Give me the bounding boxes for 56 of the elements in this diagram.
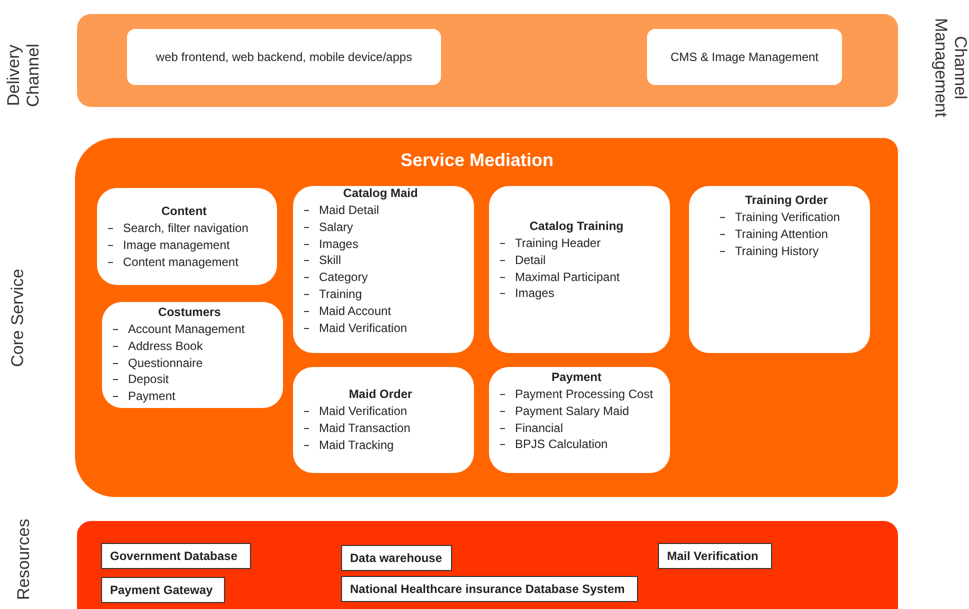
list-item: Deposit	[102, 371, 277, 388]
list-item: Training Verification	[709, 209, 864, 226]
channel-box: web frontend, web backend, mobile device/apps	[127, 29, 441, 85]
list-item: Content management	[97, 254, 271, 270]
list-item: Maid Detail	[293, 202, 468, 219]
card-heading: Training Order	[744, 193, 829, 207]
side-label: Channel Management	[930, 17, 969, 120]
resource-box: National Healthcare insurance Database System	[341, 576, 638, 602]
resource-box: Payment Gateway	[101, 577, 225, 603]
side-label: Resources	[14, 518, 34, 602]
service-card	[102, 302, 283, 408]
card-heading: Catalog Maid	[342, 186, 419, 200]
list-item: Address Book	[102, 338, 277, 355]
list-item: Training History	[709, 242, 864, 260]
list-item: Payment Processing Cost	[489, 386, 664, 403]
list-item: Maid Verification	[293, 320, 468, 336]
service-card	[293, 186, 474, 353]
section-title: Service Mediation	[399, 150, 555, 171]
list-item: BPJS Calculation	[489, 436, 664, 454]
list-item: Maximal Participant	[489, 268, 664, 286]
list-item: Payment Salary Maid	[489, 402, 664, 420]
list-item: Maid Tracking	[293, 436, 468, 454]
list-item: Payment	[102, 388, 277, 405]
list-item: Financial	[489, 420, 664, 436]
list-item: Account Management	[102, 321, 277, 338]
list-item: Skill	[293, 252, 468, 270]
list-item: Image management	[97, 236, 271, 254]
card-heading: Costumers	[157, 305, 222, 319]
list-item: Questionnaire	[102, 354, 277, 372]
service-card	[489, 367, 670, 473]
resource-box: Data warehouse	[341, 545, 452, 571]
list-item: Training	[293, 286, 468, 303]
list-item: Search, filter navigation	[97, 220, 271, 237]
list-item: Training Attention	[709, 226, 864, 243]
side-label: Core Service	[8, 268, 28, 370]
resource-box: Government Database	[101, 543, 251, 569]
list-item: Images	[489, 285, 664, 302]
card-heading: Catalog Training	[528, 219, 624, 233]
service-card	[689, 186, 870, 353]
resource-box: Mail Verification	[658, 543, 772, 569]
side-label: Delivery Channel	[4, 42, 44, 109]
card-heading: Payment	[550, 370, 603, 384]
service-card	[293, 367, 474, 473]
service-card	[97, 188, 277, 285]
list-item: Training Header	[489, 235, 664, 252]
list-item: Maid Verification	[293, 403, 468, 420]
list-item: Images	[293, 236, 468, 252]
card-heading: Maid Order	[348, 387, 414, 401]
list-item: Category	[293, 269, 468, 286]
list-item: Maid Transaction	[293, 420, 468, 437]
list-item: Maid Account	[293, 302, 468, 320]
list-item: Salary	[293, 218, 468, 236]
channel-box: CMS & Image Management	[647, 29, 842, 85]
service-card	[489, 186, 670, 353]
card-heading: Content	[160, 204, 208, 218]
list-item: Detail	[489, 252, 664, 269]
